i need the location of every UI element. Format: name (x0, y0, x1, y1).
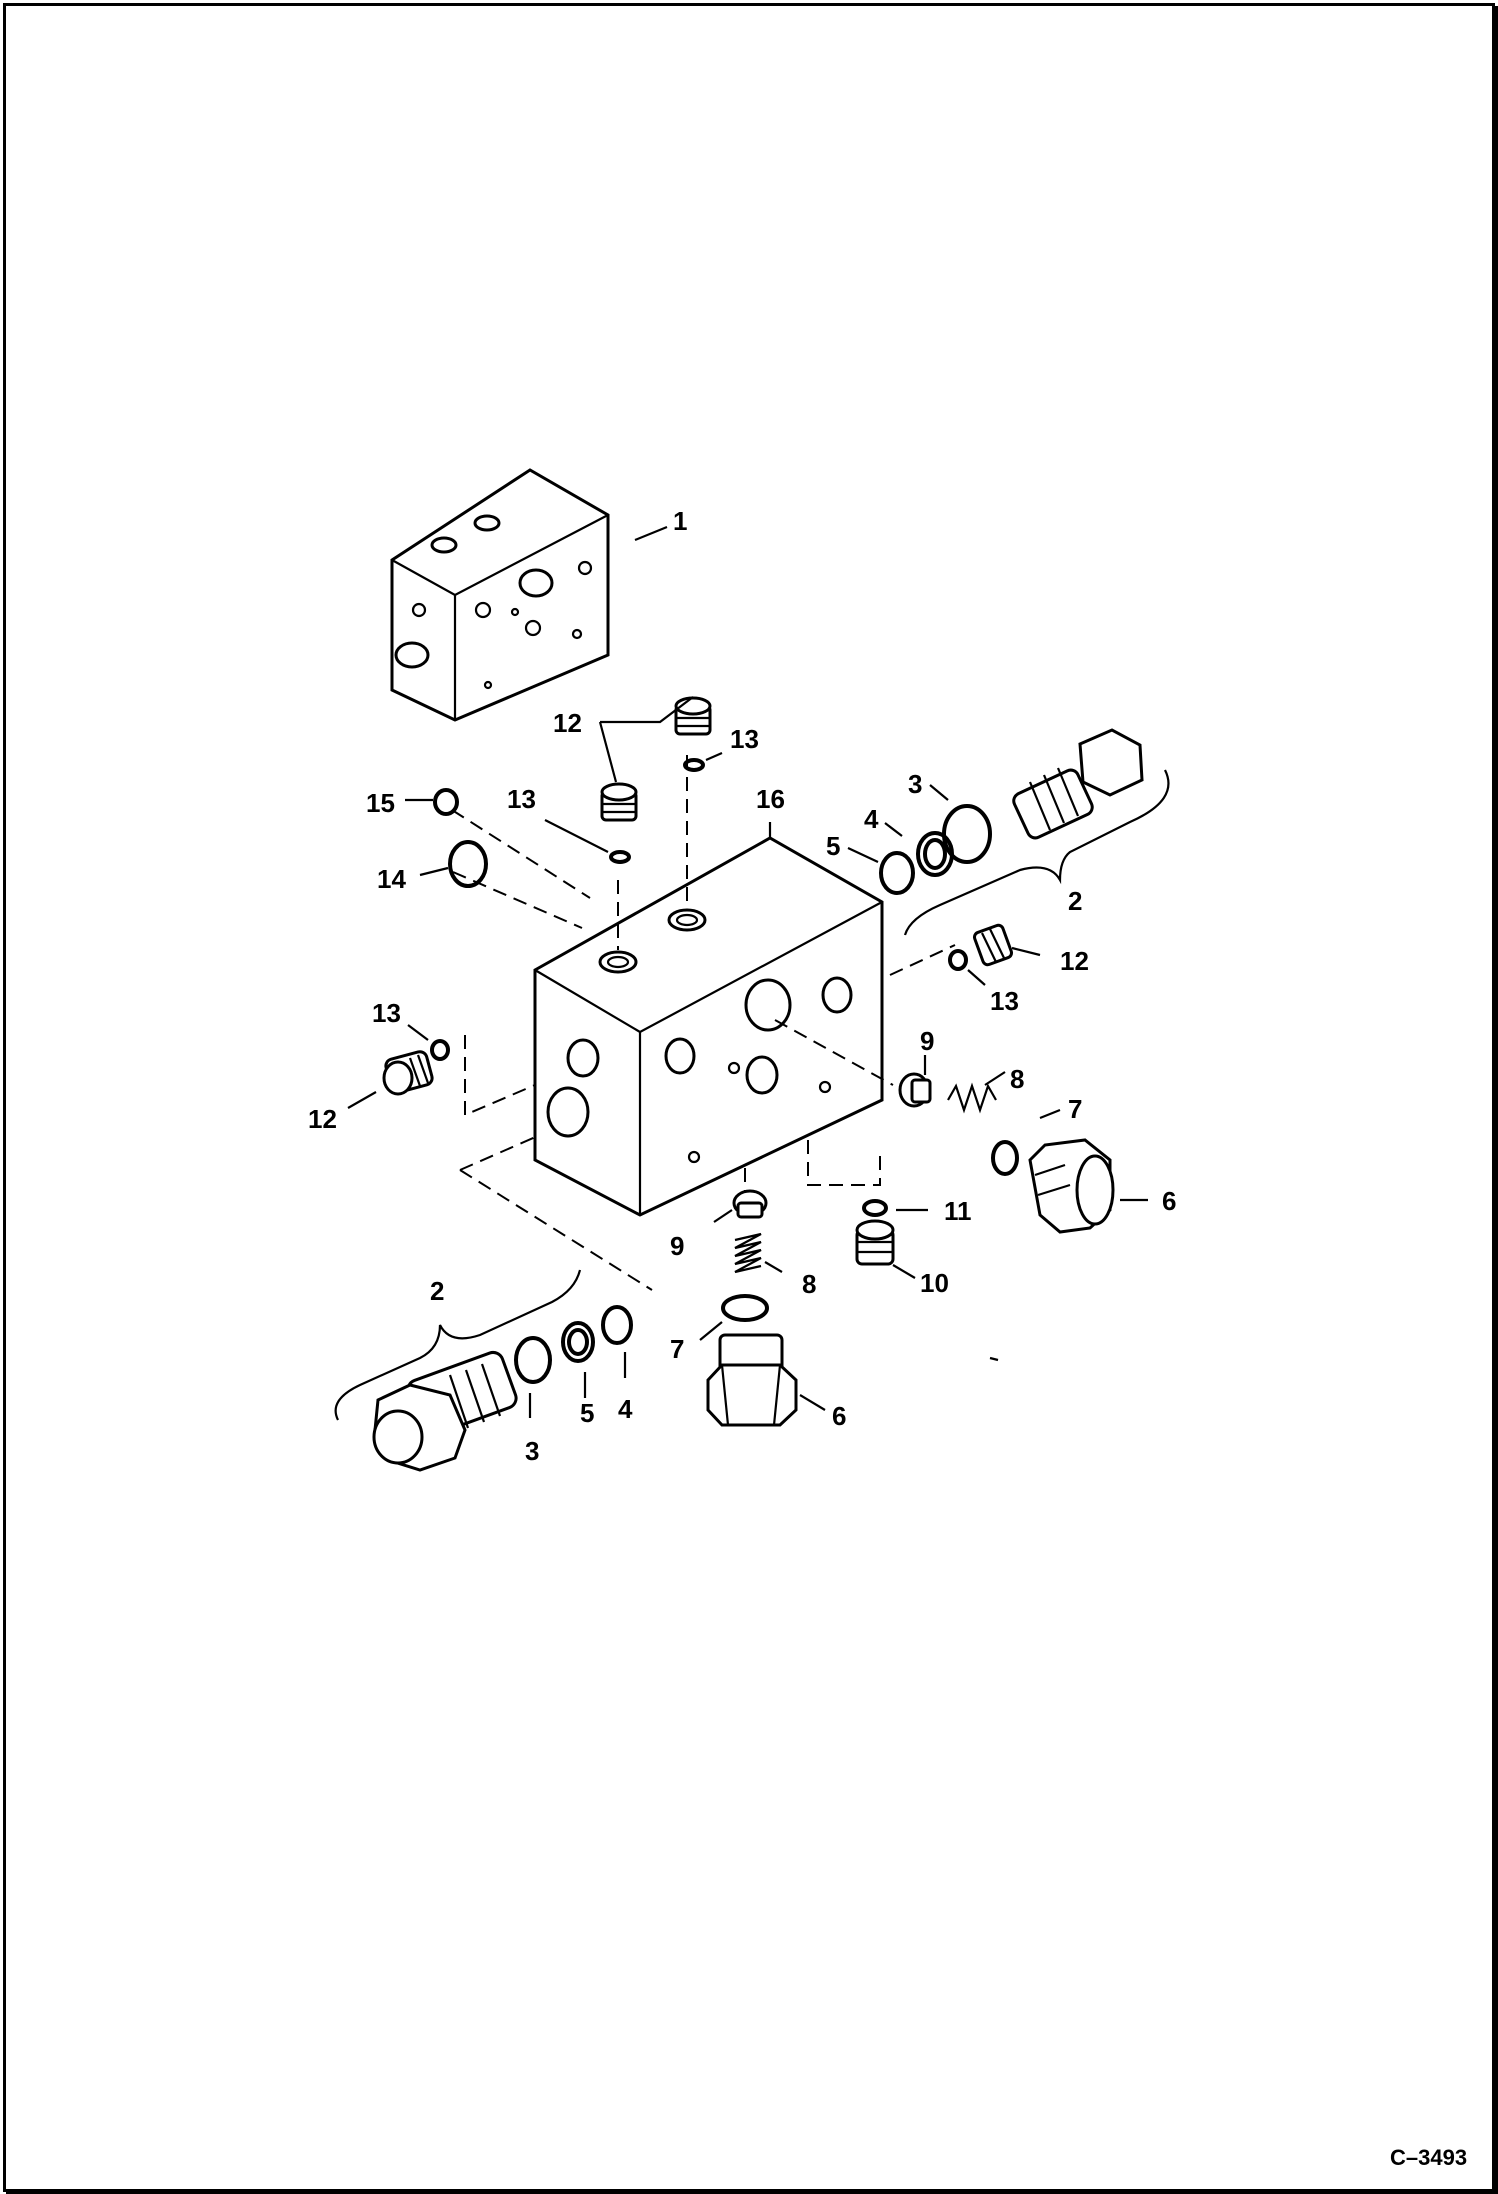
leader-13-left (407, 1024, 429, 1041)
leader-13-top-right (705, 751, 723, 762)
oring-part-7-bottom (721, 1294, 769, 1322)
exploded-view-guides (451, 755, 956, 1291)
spring-part-8-right (947, 1082, 997, 1114)
leader-8-right (984, 1071, 1006, 1086)
valve-body-part-16 (533, 822, 884, 1217)
leader-5-right (847, 847, 879, 863)
leader-12-left (347, 1091, 377, 1109)
callout-13-right: 13 (990, 986, 1019, 1016)
leader-6-bottom (799, 1394, 826, 1411)
oring-part-13-top-left (609, 850, 631, 864)
oring-part-13-left (430, 1039, 450, 1061)
callout-13-left: 13 (372, 998, 401, 1028)
callout-4-left: 4 (618, 1394, 633, 1424)
bracket-part-2-right (903, 769, 1170, 936)
oring-part-13-top-right (683, 758, 705, 772)
leader-4-right (884, 822, 903, 837)
valve-assembly-part-1 (390, 468, 668, 722)
callout-2-right: 2 (1068, 886, 1082, 916)
callout-3-right: 3 (908, 769, 922, 799)
oring-part-11 (862, 1199, 888, 1217)
leader-13-top-left (544, 819, 609, 853)
oring-part-13-right (948, 949, 968, 971)
callout-7-right: 7 (1068, 1094, 1082, 1124)
bracket-part-2-left (334, 1269, 582, 1421)
poppet-part-9-bottom (732, 1189, 768, 1219)
leader-12-top-a (600, 696, 694, 724)
callout-13-top-left: 13 (507, 784, 536, 814)
leader-13-right (967, 969, 986, 986)
callout-9-right: 9 (920, 1026, 934, 1056)
ring-part-5-left-inner (567, 1328, 589, 1356)
oring-part-5-right (879, 851, 915, 895)
plug-part-12-right (972, 923, 1014, 967)
plug-part-12-top-left (600, 782, 638, 822)
callout-12-left: 12 (308, 1104, 337, 1134)
leader-7-bottom (699, 1321, 723, 1341)
callout-7-bottom: 7 (670, 1334, 684, 1364)
callout-12-top: 12 (553, 708, 582, 738)
poppet-part-9-right (898, 1072, 932, 1108)
callout-1: 1 (673, 506, 687, 536)
leader-10 (892, 1264, 916, 1279)
callout-3-left: 3 (525, 1436, 539, 1466)
plug-part-10 (855, 1219, 895, 1266)
leader-12-top-b (598, 721, 618, 783)
spring-part-8-bottom (734, 1232, 762, 1274)
callout-16: 16 (756, 784, 785, 814)
relief-cartridge-left (372, 1350, 518, 1472)
callout-10: 10 (920, 1268, 949, 1298)
leader-12-right (1011, 946, 1041, 957)
callout-5-right: 5 (826, 831, 840, 861)
callout-12-right: 12 (1060, 946, 1089, 976)
ring-part-4-right (916, 831, 954, 877)
ring-part-4-right-inner (923, 838, 947, 870)
oring-part-14 (448, 840, 488, 888)
callout-9-bottom: 9 (670, 1231, 684, 1261)
leader-7-right (1039, 1108, 1061, 1120)
oring-part-7-right (991, 1140, 1019, 1176)
oring-part-4-left (601, 1305, 633, 1345)
plug-part-12-top-right (674, 696, 712, 736)
oring-part-3-left (514, 1336, 552, 1384)
plug-part-6-right (1028, 1138, 1115, 1234)
callout-8-bottom: 8 (802, 1269, 816, 1299)
callout-11: 11 (944, 1196, 972, 1226)
callout-14: 14 (377, 864, 406, 894)
leader-3-right (929, 784, 949, 801)
relief-cartridge-right (1012, 728, 1144, 840)
figure-id: C–3493 (1390, 2145, 1467, 2170)
plug-part-12-left (382, 1050, 434, 1096)
callout-15: 15 (366, 788, 395, 818)
callout-6-bottom: 6 (832, 1401, 846, 1431)
callout-8-right: 8 (1010, 1064, 1024, 1094)
callout-13-top-right: 13 (730, 724, 759, 754)
callout-4-right: 4 (864, 804, 879, 834)
ring-part-5-left (561, 1321, 595, 1363)
callout-5-left: 5 (580, 1398, 594, 1428)
leader-14 (419, 866, 449, 877)
stray-mark (989, 1356, 999, 1362)
callout-2-left: 2 (430, 1276, 444, 1306)
callout-6-right: 6 (1162, 1186, 1176, 1216)
leader-9-bottom (713, 1209, 733, 1223)
plug-part-6-bottom (706, 1333, 798, 1427)
callout-labels: 1 2 2 3 3 4 4 5 5 6 6 7 7 8 8 9 9 10 11 … (308, 506, 1176, 1466)
oring-part-15 (433, 788, 459, 816)
leader-8-bottom (764, 1261, 783, 1273)
